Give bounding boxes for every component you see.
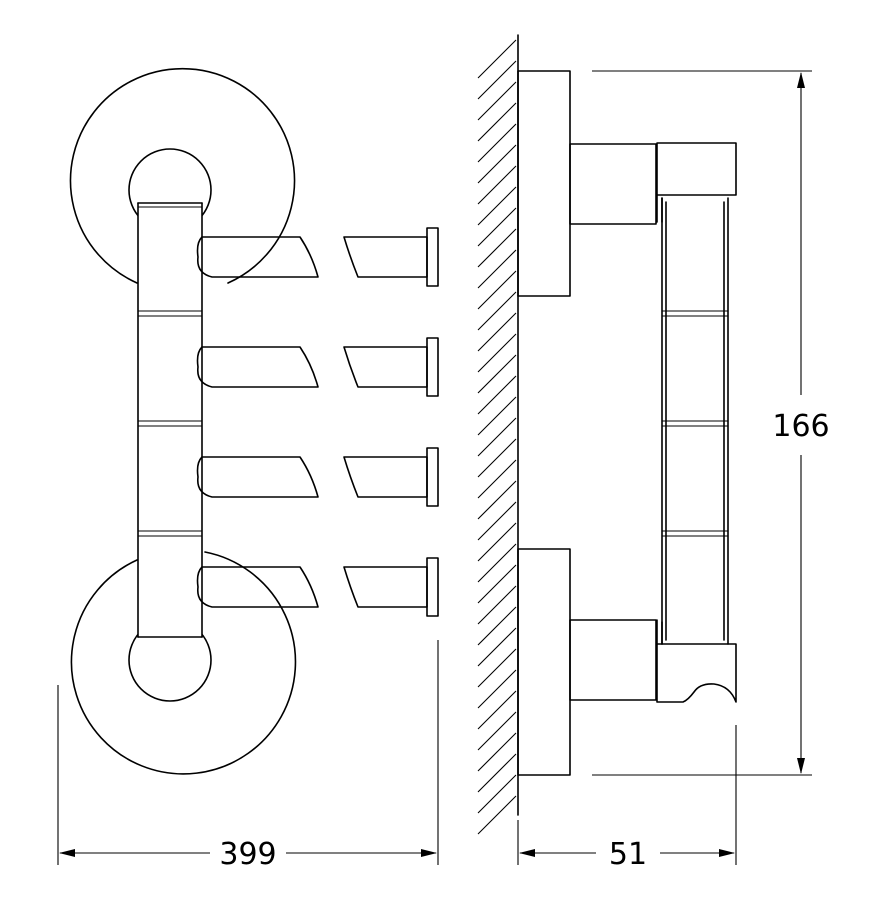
wall-hatching xyxy=(477,39,517,835)
dimension-depth: 51 xyxy=(517,725,737,872)
hatch-line xyxy=(477,291,517,331)
hatch-line xyxy=(477,459,517,499)
hatch-line xyxy=(477,144,517,184)
hatch-line xyxy=(477,417,517,457)
hatch-line xyxy=(477,648,517,688)
hatch-line xyxy=(477,270,517,310)
wall-section xyxy=(477,34,519,835)
hatch-line xyxy=(477,585,517,625)
front-view xyxy=(69,67,439,775)
hatch-line xyxy=(477,102,517,142)
hatch-line xyxy=(477,81,517,121)
hatch-line xyxy=(477,396,517,436)
hatch-line xyxy=(477,207,517,247)
swivel-arm xyxy=(196,447,439,507)
hatch-line xyxy=(477,438,517,478)
hatch-line xyxy=(477,795,517,835)
hatch-line xyxy=(477,627,517,667)
width-dimension-label: 399 xyxy=(219,837,276,872)
hatch-line xyxy=(477,249,517,289)
hatch-line xyxy=(477,312,517,352)
upper-mount xyxy=(517,70,737,297)
hatch-line xyxy=(477,522,517,562)
hatch-line xyxy=(477,669,517,709)
hatch-line xyxy=(477,711,517,751)
dimension-height: 166 xyxy=(592,70,830,776)
hatch-line xyxy=(477,564,517,604)
hatch-line xyxy=(477,165,517,205)
dimension-width: 399 xyxy=(57,640,439,872)
height-dimension-label: 166 xyxy=(772,409,829,444)
swivel-arms xyxy=(196,227,439,617)
hatch-line xyxy=(477,543,517,583)
hatch-line xyxy=(477,732,517,772)
hatch-line xyxy=(477,480,517,520)
hatch-line xyxy=(477,123,517,163)
pivot-column xyxy=(137,202,203,638)
swivel-arm xyxy=(196,337,439,397)
lower-mount xyxy=(517,548,737,776)
swivel-arm xyxy=(196,227,439,287)
column-segment-joints xyxy=(138,206,202,537)
hatch-line xyxy=(477,690,517,730)
side-arm-stack xyxy=(661,197,729,645)
swivel-arm xyxy=(196,557,439,617)
hatch-line xyxy=(477,60,517,100)
hatch-line xyxy=(477,39,517,79)
side-view xyxy=(477,34,737,835)
hatch-line xyxy=(477,186,517,226)
hatch-line xyxy=(477,228,517,268)
hatch-line xyxy=(477,354,517,394)
depth-dimension-label: 51 xyxy=(609,837,647,872)
hatch-line xyxy=(477,606,517,646)
hatch-line xyxy=(477,333,517,373)
hatch-line xyxy=(477,753,517,793)
hatch-line xyxy=(477,774,517,814)
hatch-line xyxy=(477,375,517,415)
hatch-line xyxy=(477,501,517,541)
